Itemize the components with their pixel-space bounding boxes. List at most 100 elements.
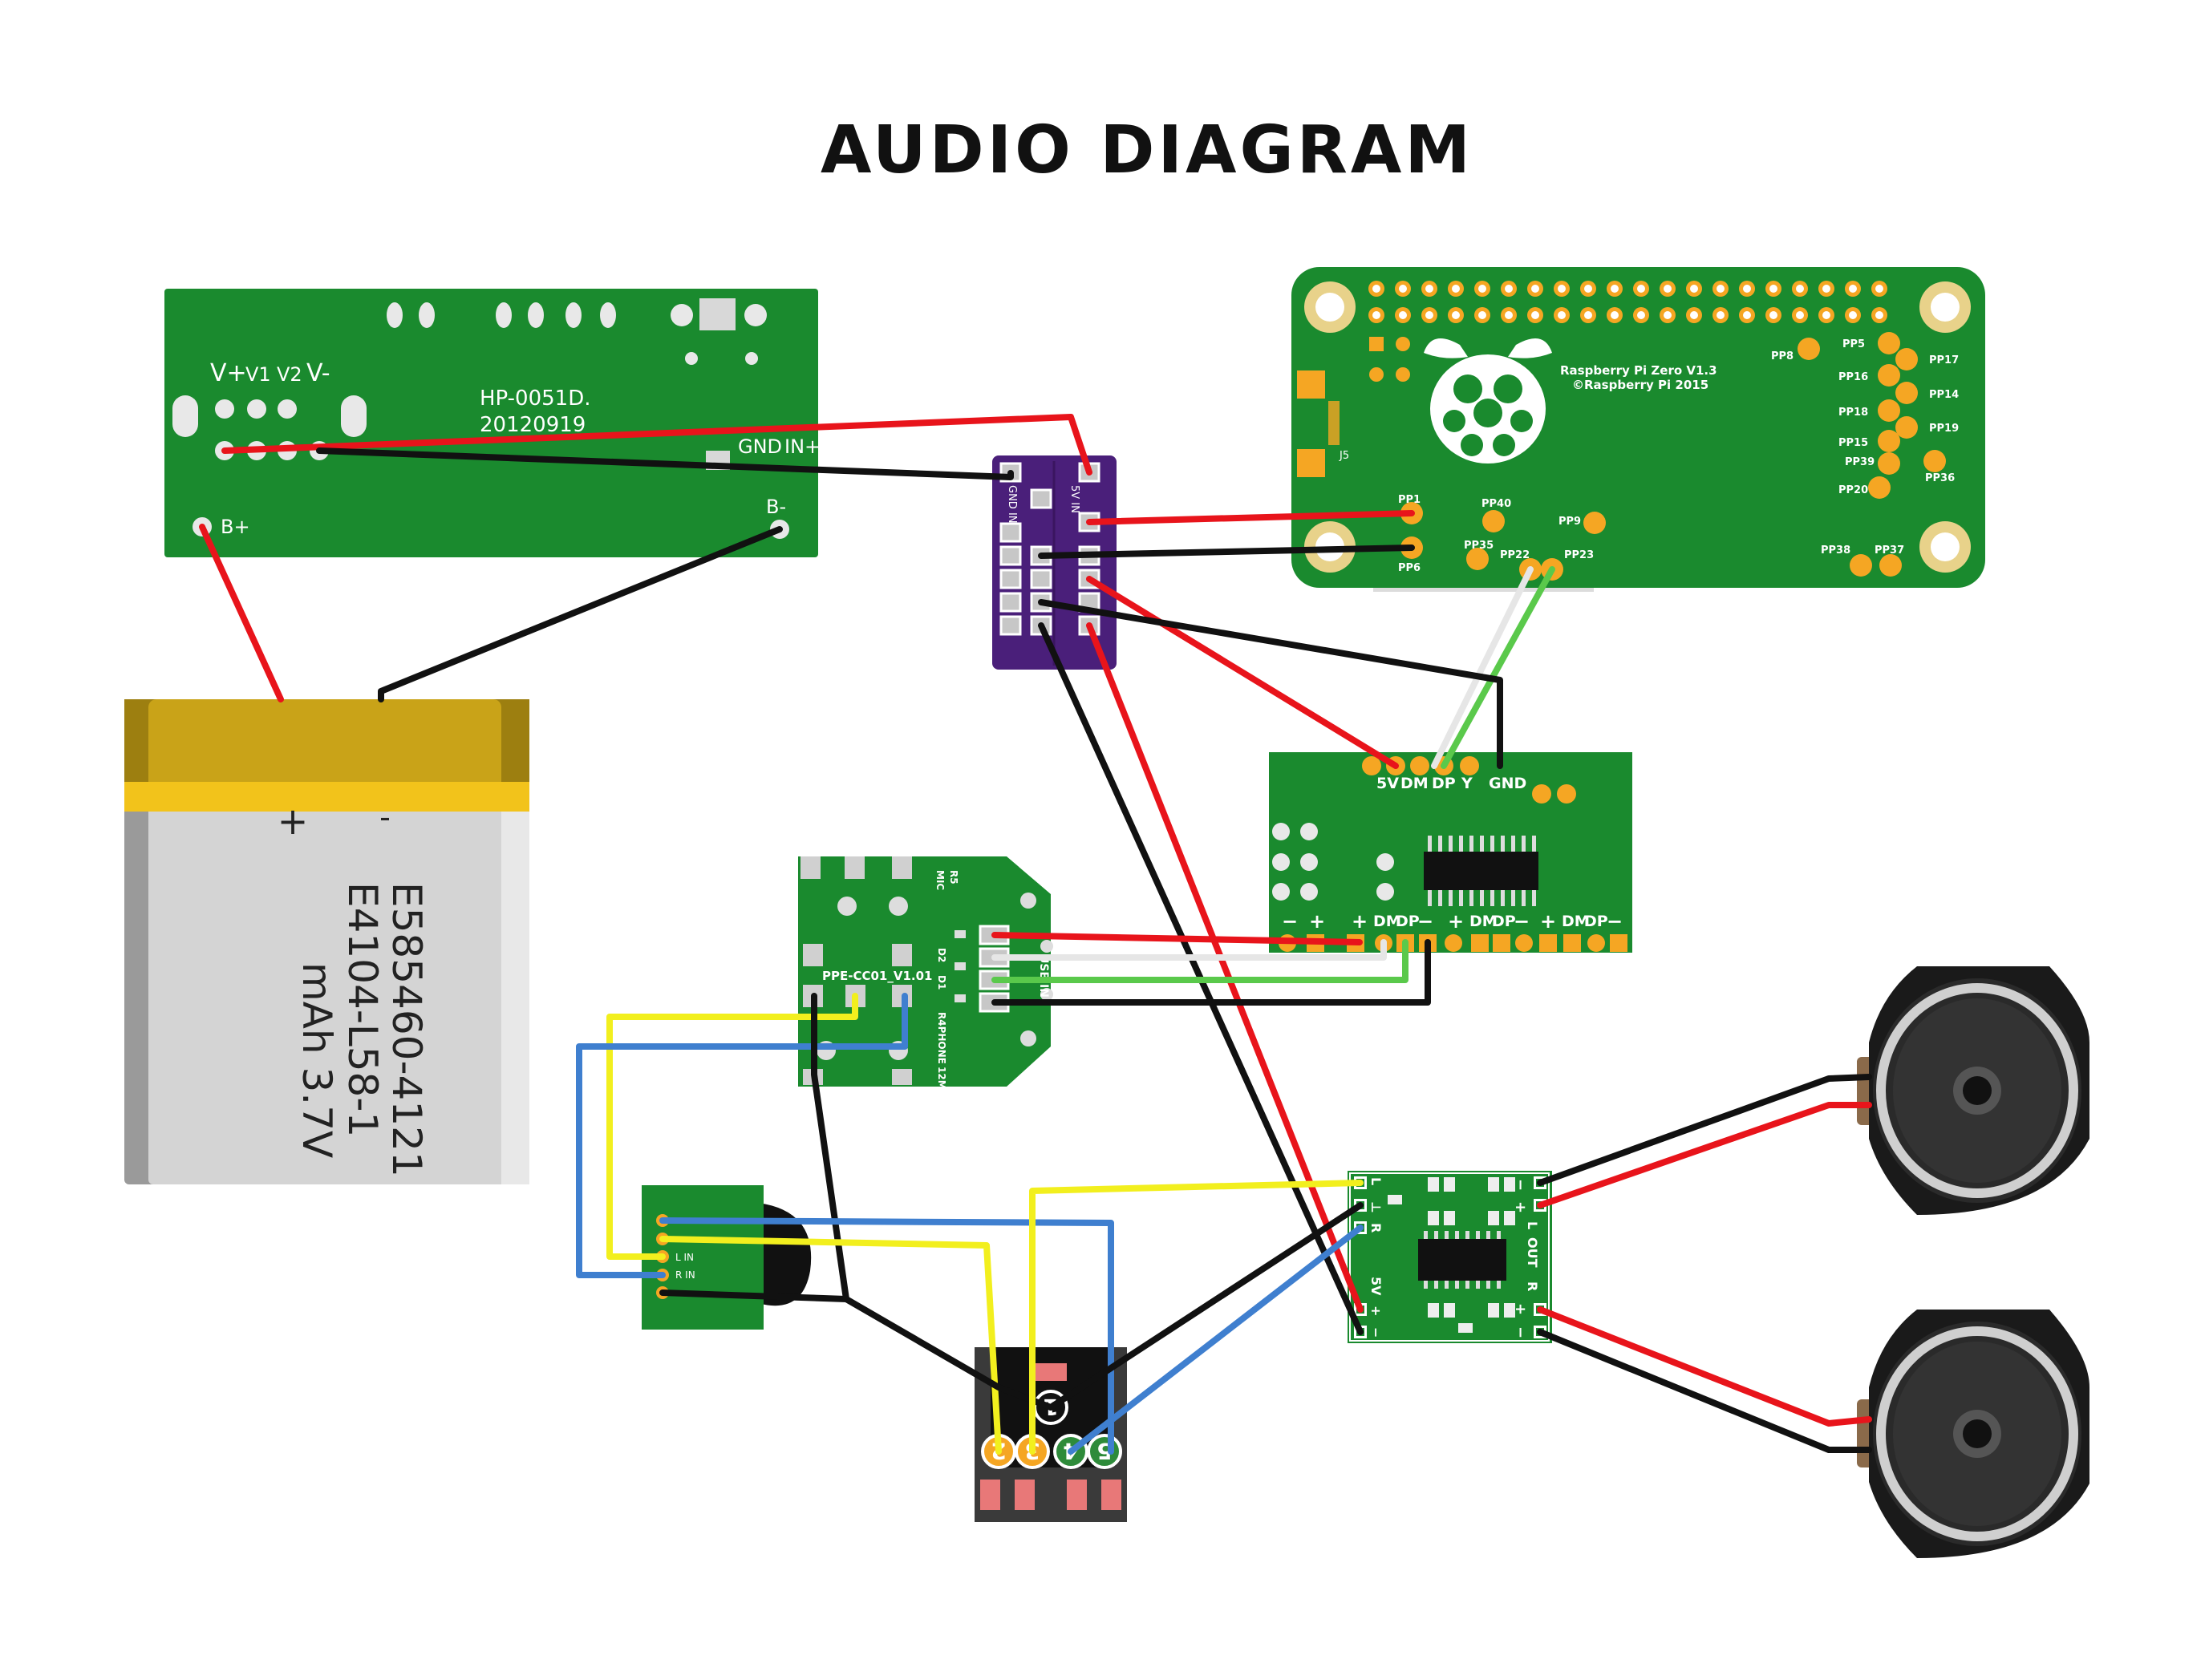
gpio-pin-hole (1505, 311, 1513, 319)
audio-board-bottom-minus-1: − (1282, 910, 1298, 933)
gpio-pin-hole (1637, 285, 1645, 293)
pi-pad-pp1: PP1 (1398, 494, 1421, 506)
charger-model: HP-0051D. (480, 387, 591, 411)
gpio-pin-hole (1611, 285, 1619, 293)
wire-amp-to-speaker-top-plus (1537, 1102, 1872, 1208)
audio-board-bottom-minus-2: − (1417, 910, 1433, 933)
pi-pad-pp35: PP35 (1464, 540, 1494, 552)
audio-board-bottom-dm-2: DM (1469, 913, 1498, 930)
wire-amp-to-speaker-bottom-plus (1537, 1306, 1872, 1427)
gpio-pin-hole (1372, 285, 1380, 293)
battery-label-line2: E4104-L58-1 (339, 882, 386, 1137)
gpio-pin-hole (1637, 311, 1645, 319)
amp-label-minus-r: − (1512, 1326, 1529, 1338)
audio-board-top-5v: 5V (1376, 775, 1399, 792)
wire-hp-to-jack-r-blue (576, 993, 908, 1278)
amp-label-gnd: ⊥ (1368, 1201, 1384, 1213)
charger-bminus-label: B- (766, 496, 786, 518)
amp-chip-pin (1445, 1281, 1449, 1289)
pi-pad-pp37: PP37 (1875, 544, 1904, 557)
gpio-pin-hole (1875, 285, 1883, 293)
chip-pin (1428, 836, 1432, 852)
amp-label-minus-l: − (1512, 1179, 1529, 1191)
audio-board-pad (1563, 934, 1581, 952)
gpio-pin-hole (1531, 285, 1539, 293)
amp-label-plus-in: + (1368, 1306, 1384, 1316)
gpio-pin-hole (1796, 311, 1804, 319)
pi-pad-pp15: PP15 (1838, 437, 1868, 449)
amp-chip-pin (1424, 1231, 1428, 1239)
gpio-pin-hole (1690, 285, 1698, 293)
charger-board: V+ V1 V2 V- HP-0051D. 20120919 GND IN+ B… (164, 289, 821, 557)
amp-chip-pin (1424, 1281, 1428, 1289)
headphone-board-model: PPE-CC01_V1.01 (822, 969, 932, 983)
chip-pin (1469, 890, 1473, 906)
audio-board-pad (1493, 934, 1510, 952)
chip-pin (1469, 836, 1473, 852)
chip-pin (1532, 890, 1536, 906)
audio-board-bottom-dp-2: DP (1492, 913, 1516, 930)
amp-label-plus-r: + (1512, 1303, 1529, 1315)
amp-chip-pin (1455, 1281, 1459, 1289)
amp-chip-pin (1476, 1231, 1480, 1239)
wire-pi-pp22-to-dm (1431, 566, 1534, 769)
pi-name: Raspberry Pi Zero V1.3 (1560, 363, 1717, 378)
charger-pin-label-vminus: V- (306, 359, 330, 387)
gpio-pin-hole (1717, 285, 1725, 293)
audio-board-pad (1610, 934, 1627, 952)
pi-pad-pp39: PP39 (1845, 456, 1875, 468)
wire-amp-to-speaker-bottom-minus (1537, 1329, 1872, 1453)
battery-plus-label: + (278, 800, 309, 843)
chip-pin (1511, 890, 1515, 906)
gpio-pin-hole (1399, 285, 1407, 293)
charger-in-label: IN+ (784, 435, 821, 458)
audio-board-bottom-dm-3: DM (1562, 913, 1590, 930)
pi-pad-pp18: PP18 (1838, 407, 1868, 419)
hp-label-12m: 12M (936, 1067, 947, 1090)
pi-pad-pp20: PP20 (1838, 484, 1868, 496)
audio-board-top-dp: DP (1432, 775, 1456, 792)
wire-jack-to-amp-l-yellow (1029, 1180, 1364, 1455)
amp-chip-pin (1434, 1231, 1438, 1239)
gpio-pin-hole (1717, 311, 1725, 319)
charger-date: 20120919 (480, 413, 586, 437)
amplifier-board: L ⊥ R 5V + − (1348, 1171, 1552, 1343)
amp-chip-pin (1476, 1281, 1480, 1289)
amp-label-l-out: L (1525, 1221, 1540, 1229)
pi-j5: J5 (1339, 450, 1349, 462)
gpio-pin-hole (1505, 285, 1513, 293)
gpio-pin-hole (1531, 311, 1539, 319)
gpio-pin-hole (1584, 311, 1592, 319)
gpio-pin-hole (1664, 311, 1672, 319)
audio-chip-pins (1428, 836, 1536, 906)
hp-label-mic: MIC (934, 870, 946, 890)
gpio-pin-hole (1584, 285, 1592, 293)
battery: + - E585460-4121 E4104-L58-1 mAh 3.7V (124, 699, 529, 1184)
charger-gnd-label: GND (738, 435, 782, 458)
diagram-title: AUDIO DIAGRAM (821, 112, 1473, 188)
wire-audio-to-hp-dm (991, 939, 1387, 961)
pi-pad-pp36: PP36 (1925, 472, 1955, 484)
chip-pin (1522, 890, 1526, 906)
gpio-pin-hole (1664, 285, 1672, 293)
battery-label-line3: mAh 3.7V (294, 962, 340, 1158)
battery-label-line1: E585460-4121 (383, 882, 430, 1177)
amp-chip-pin (1497, 1231, 1501, 1239)
gpio-pin-hole (1769, 285, 1777, 293)
jack-breakout-board: L IN R IN (642, 1185, 812, 1330)
raspberry-pi-zero: Raspberry Pi Zero V1.3 ©Raspberry Pi 201… (1291, 267, 1985, 592)
wire-hub-to-amp-5v (1086, 622, 1364, 1313)
hp-label-r5: R5 (948, 870, 959, 885)
audio-board-bottom-dp-3: DP (1584, 913, 1608, 930)
gpio-pin-hole (1558, 311, 1566, 319)
wire-jack-to-amp-r-blue (1068, 1225, 1364, 1455)
audio-board-pad (1515, 934, 1533, 952)
wire-charger-vminus-to-hub (316, 447, 1014, 480)
audio-board-top-dm: DM (1400, 775, 1429, 792)
chip-pin (1501, 836, 1505, 852)
usb-hub-gnd-in: GND IN (1006, 485, 1018, 524)
usb-hub-board: GND IN 5V IN (992, 455, 1117, 670)
audio-board-bottom-dp-1: DP (1396, 913, 1420, 930)
